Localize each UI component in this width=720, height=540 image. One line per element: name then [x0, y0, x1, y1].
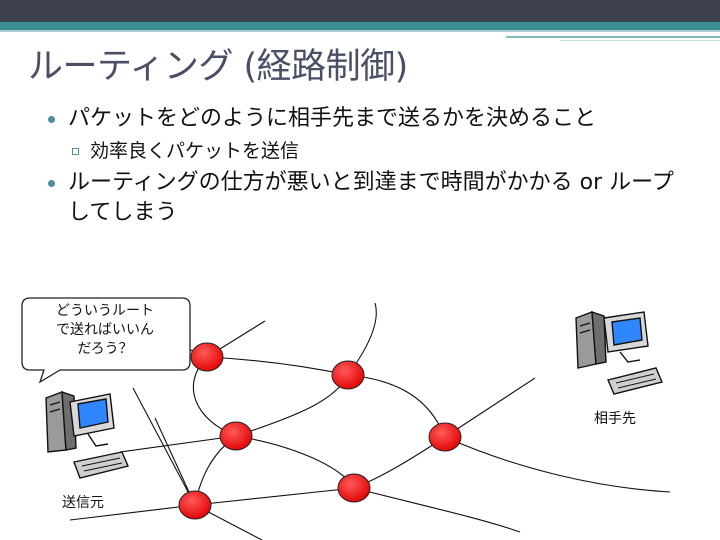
routers — [178, 342, 462, 520]
link — [353, 487, 521, 533]
title-rule-upper — [506, 36, 720, 38]
link — [132, 387, 196, 506]
bullet-text: パケットをどのように相手先まで送るかを決めること — [68, 106, 597, 131]
sub-bullet-item: 効率良くパケットを送信 — [48, 138, 688, 164]
accent-line — [0, 30, 720, 32]
slide-title: ルーティング (経路制御) — [28, 47, 408, 87]
speech-bubble-text: どういうルート で送ればいいん だろう？ — [24, 302, 186, 359]
title-rule-lower — [560, 40, 720, 41]
speech-bubble — [21, 297, 191, 384]
router-node — [331, 360, 365, 390]
router-node — [178, 490, 212, 520]
sub-bullet-text: 効率良くパケットを送信 — [90, 140, 300, 162]
speech-line: だろう？ — [77, 341, 133, 357]
router-node — [337, 473, 371, 503]
link — [347, 374, 446, 438]
sender-label: 送信元 — [62, 495, 104, 511]
speech-line: どういうルート — [56, 303, 154, 319]
accent-band — [0, 22, 720, 30]
speech-line: で送ればいいん — [56, 322, 154, 338]
bullet-item: ルーティングの仕方が悪いと到達まで時間がかかる or ループしてしまう — [48, 168, 688, 228]
router-node — [219, 421, 253, 451]
sender-computer-icon — [45, 391, 129, 479]
router-node — [190, 342, 224, 372]
receiver-computer-icon — [575, 311, 663, 395]
link — [206, 356, 349, 376]
bullet-item: パケットをどのように相手先まで送るかを決めること — [48, 104, 688, 134]
link — [235, 374, 349, 437]
router-node — [428, 422, 462, 452]
receiver-label: 相手先 — [594, 411, 636, 427]
top-bar — [0, 0, 720, 22]
link — [444, 377, 536, 438]
link — [235, 435, 355, 489]
link — [444, 436, 671, 493]
bullet-list: パケットをどのように相手先まで送るかを決めること 効率良くパケットを送信 ルーテ… — [48, 104, 688, 232]
bullet-dot-icon — [48, 180, 55, 187]
bullet-dot-icon — [48, 116, 55, 123]
link — [194, 487, 355, 506]
bullet-text: ルーティングの仕方が悪いと到達まで時間がかかる or ループしてしまう — [68, 170, 674, 225]
sub-bullet-square-icon — [72, 148, 79, 155]
link — [154, 417, 196, 506]
link — [69, 504, 196, 521]
link — [119, 435, 237, 453]
